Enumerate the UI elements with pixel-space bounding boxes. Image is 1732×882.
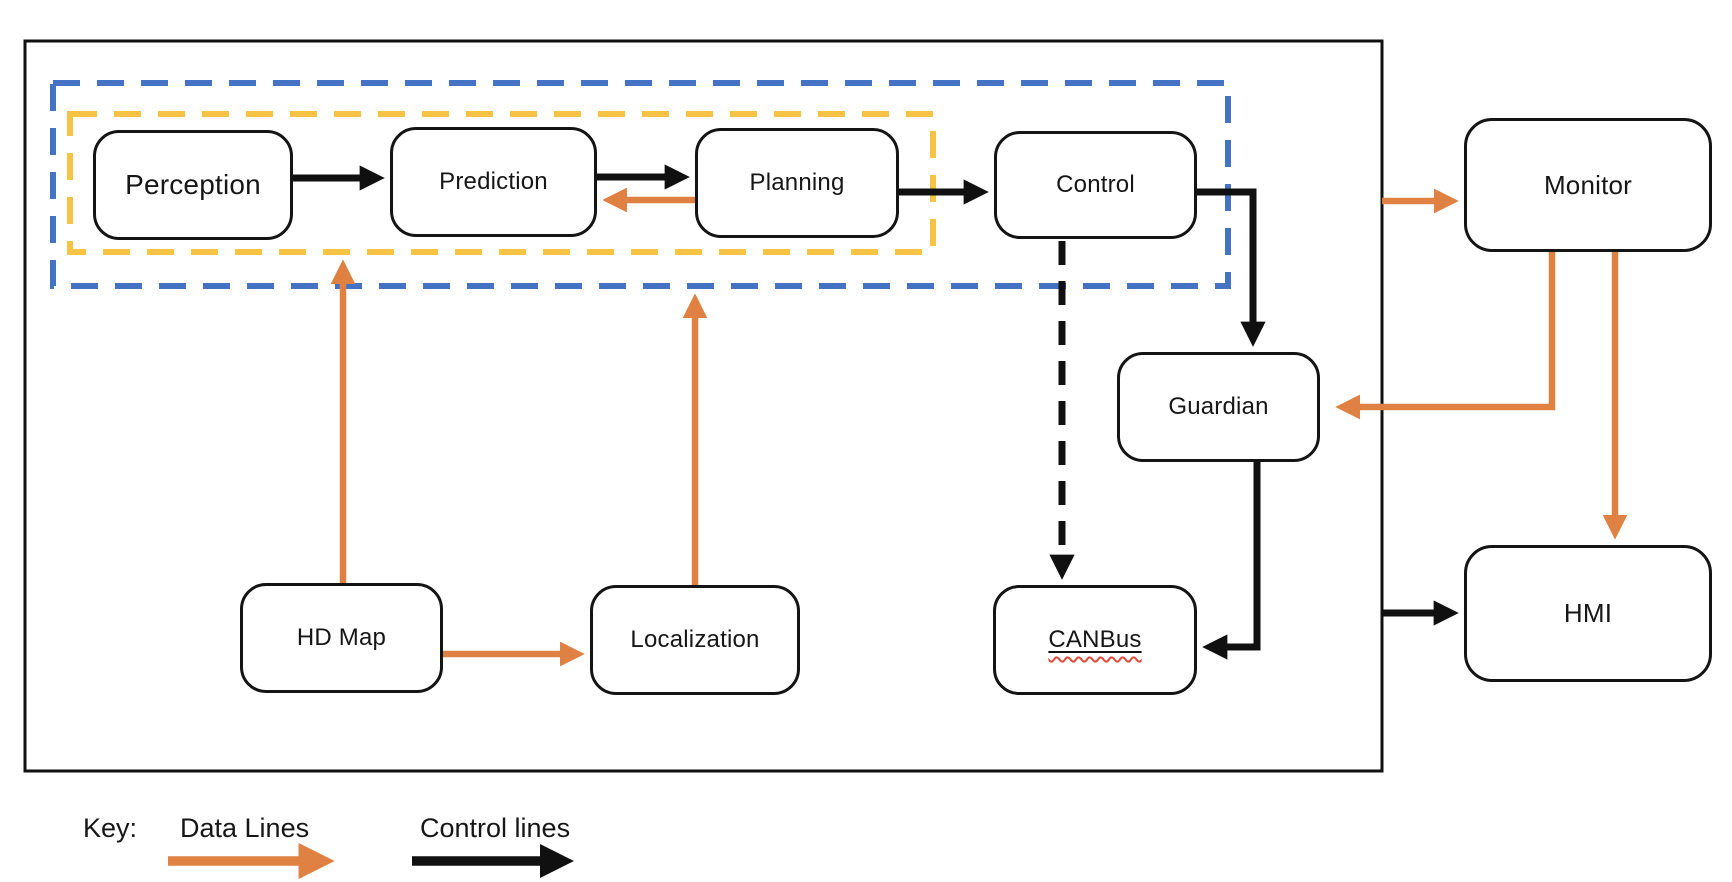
node-perception-label: Perception	[125, 169, 261, 200]
node-localization: Localization	[590, 585, 800, 695]
node-canbus: CANBus	[993, 585, 1197, 695]
node-hmi: HMI	[1464, 545, 1712, 682]
node-guardian-label: Guardian	[1168, 393, 1269, 420]
node-planning-label: Planning	[749, 169, 845, 196]
blue-dashed-group-frame	[50, 80, 1231, 289]
node-perception: Perception	[93, 130, 293, 240]
node-planning: Planning	[695, 128, 899, 238]
node-monitor-label: Monitor	[1543, 169, 1633, 200]
key-title: Key:	[83, 813, 138, 843]
node-hdmap: HD Map	[240, 583, 443, 693]
key-control-lines-label: Control lines	[420, 813, 571, 843]
node-hdmap-label: HD Map	[296, 624, 387, 651]
node-guardian: Guardian	[1117, 352, 1320, 462]
canbus-spellcheck-underline: CANBus	[1048, 626, 1141, 654]
arrow-guardian-to-canbus	[1202, 462, 1261, 660]
node-control: Control	[994, 131, 1197, 239]
node-monitor: Monitor	[1464, 118, 1712, 252]
node-hmi-label: HMI	[1563, 598, 1613, 628]
node-prediction-label: Prediction	[439, 168, 548, 195]
yellow-dashed-group-frame	[67, 111, 936, 255]
node-localization-label: Localization	[630, 626, 760, 653]
node-control-label: Control	[1056, 171, 1135, 198]
arrow-control-to-guardian	[1197, 188, 1266, 347]
node-canbus-label: CANBus	[1048, 626, 1142, 653]
node-prediction: Prediction	[390, 127, 597, 237]
arrow-monitor-to-guardian	[1335, 252, 1556, 420]
key-data-lines-label: Data Lines	[180, 813, 310, 843]
